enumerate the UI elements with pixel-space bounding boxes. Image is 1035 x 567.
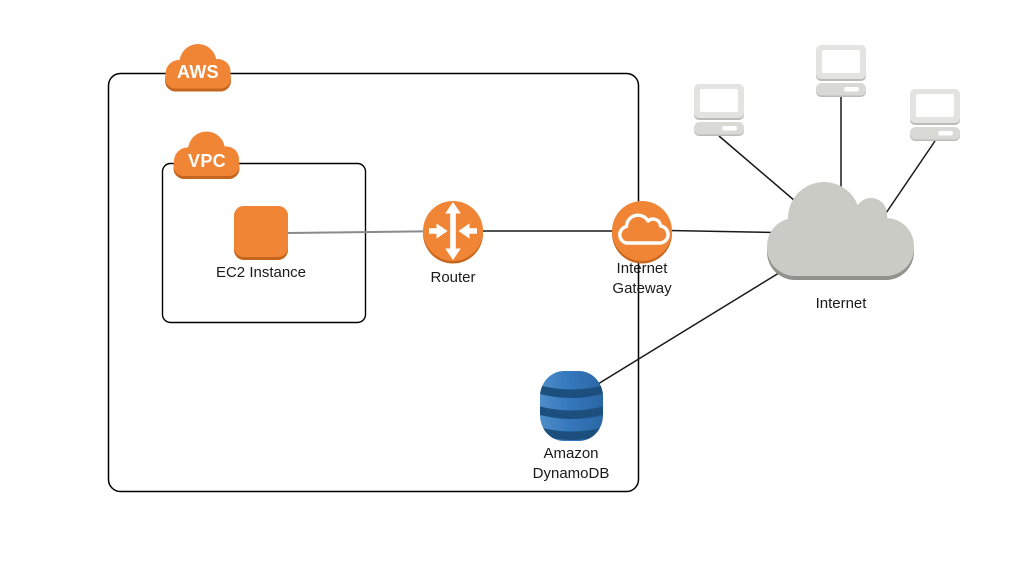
edges — [287, 97, 936, 385]
dynamodb-bands — [540, 385, 603, 440]
ec2-instance-icon — [234, 206, 288, 260]
dynamodb-icon — [540, 371, 603, 441]
internet-gateway-label: Internet Gateway — [612, 260, 672, 297]
internet-gateway-icon — [612, 201, 672, 264]
laptop-icon-right — [910, 89, 960, 141]
laptop-icon-left — [694, 84, 744, 136]
internet-label: Internet — [815, 295, 867, 312]
dynamodb-label: Amazon DynamoDB — [532, 445, 610, 482]
router-label: Router — [430, 269, 476, 286]
vpc-boundary-label: VPC — [188, 151, 226, 171]
edge-laptop-right-internet — [883, 140, 936, 217]
aws-boundary-label: AWS — [177, 62, 219, 82]
edge-laptop-left-internet — [718, 135, 803, 208]
ec2-instance-label: EC2 Instance — [215, 264, 307, 281]
router-arrows-glyph — [429, 202, 477, 260]
router-icon — [423, 201, 483, 264]
laptop-icon-top — [816, 45, 866, 97]
edge-dynamodb-internet — [597, 259, 801, 385]
gateway-cloud-glyph — [618, 213, 670, 245]
